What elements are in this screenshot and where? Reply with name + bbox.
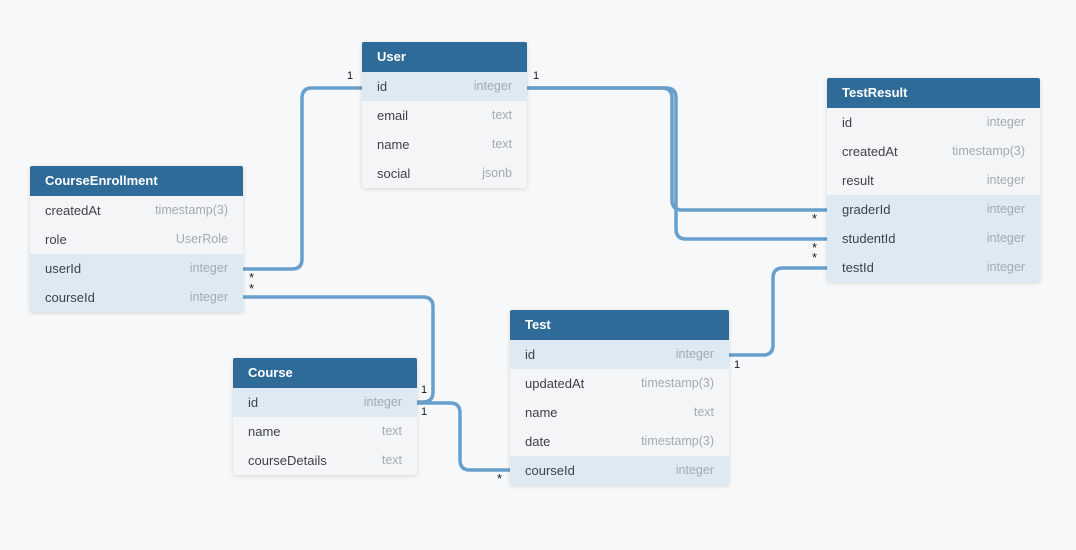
field-type: text [491,137,512,151]
cardinality-label: 1 [347,70,354,82]
cardinality-label: 1 [533,70,540,82]
field-type: integer [189,290,228,304]
field-type: integer [986,202,1025,216]
table-row: social jsonb [362,159,527,188]
cardinality-label: 1 [734,359,741,371]
table-row: createdAt timestamp(3) [827,137,1040,166]
field-name: courseId [45,290,95,305]
field-type: integer [986,260,1025,274]
table-row: id integer [827,108,1040,137]
field-type: jsonb [482,166,512,180]
field-name: name [248,424,281,439]
cardinality-label: * [249,281,255,296]
cardinality-label: * [812,211,818,226]
relationship-course-test [417,401,510,472]
cardinality-label: * [812,240,818,255]
table-row: name text [510,398,729,427]
field-type: timestamp(3) [952,144,1025,158]
field-name: studentId [842,231,896,246]
field-type: integer [189,261,228,275]
field-type: integer [473,79,512,93]
entity-test[interactable]: Test id integer updatedAt timestamp(3) n… [510,310,729,485]
field-type: text [381,424,402,438]
field-name: email [377,108,409,123]
cardinality-label: 1 [421,384,428,396]
field-name: courseDetails [248,453,327,468]
entity-course-enrollment[interactable]: CourseEnrollment createdAt timestamp(3) … [30,166,243,312]
field-type: text [693,405,714,419]
entity-test-result[interactable]: TestResult id integer createdAt timestam… [827,78,1040,282]
field-type: timestamp(3) [641,434,714,448]
field-name: id [842,115,853,130]
field-name: updatedAt [525,376,585,391]
table-row: courseId integer [510,456,729,485]
relationship-user-courseenrollment [243,86,362,271]
table-row: testId integer [827,253,1040,282]
table-row: graderId integer [827,195,1040,224]
field-name: createdAt [842,144,898,159]
entity-test-result-title: TestResult [827,78,1040,108]
field-type: integer [986,115,1025,129]
field-name: id [248,395,259,410]
field-name: courseId [525,463,575,478]
table-row: role UserRole [30,225,243,254]
relationship-user-testresult-student [527,86,827,241]
table-row: userId integer [30,254,243,283]
field-type: timestamp(3) [641,376,714,390]
field-type: UserRole [175,232,228,246]
field-type: integer [986,231,1025,245]
field-name: id [525,347,536,362]
field-type: integer [986,173,1025,187]
table-row: name text [233,417,417,446]
field-name: createdAt [45,203,101,218]
field-type: timestamp(3) [155,203,228,217]
relationship-test-testresult [729,266,827,357]
table-row: courseDetails text [233,446,417,475]
entity-user-title: User [362,42,527,72]
table-row: courseId integer [30,283,243,312]
table-row: name text [362,130,527,159]
field-name: name [377,137,410,152]
field-name: date [525,434,551,449]
table-row: id integer [510,340,729,369]
field-name: result [842,173,874,188]
field-type: integer [363,395,402,409]
field-type: integer [675,463,714,477]
table-row: createdAt timestamp(3) [30,196,243,225]
field-name: id [377,79,388,94]
field-name: graderId [842,202,891,217]
table-row: result integer [827,166,1040,195]
field-type: text [381,453,402,467]
cardinality-label: * [249,270,255,285]
field-type: text [491,108,512,122]
table-row: date timestamp(3) [510,427,729,456]
field-type: integer [675,347,714,361]
table-row: updatedAt timestamp(3) [510,369,729,398]
entity-course-title: Course [233,358,417,388]
cardinality-label: 1 [421,406,428,418]
entity-test-title: Test [510,310,729,340]
table-row: id integer [233,388,417,417]
cardinality-label: * [497,471,503,486]
entity-course[interactable]: Course id integer name text courseDetail… [233,358,417,475]
table-row: studentId integer [827,224,1040,253]
field-name: name [525,405,558,420]
table-row: id integer [362,72,527,101]
cardinality-label: * [812,250,818,265]
field-name: role [45,232,67,247]
field-name: social [377,166,411,181]
entity-course-enrollment-title: CourseEnrollment [30,166,243,196]
table-row: email text [362,101,527,130]
entity-user[interactable]: User id integer email text name text soc… [362,42,527,188]
field-name: testId [842,260,874,275]
field-name: userId [45,261,82,276]
